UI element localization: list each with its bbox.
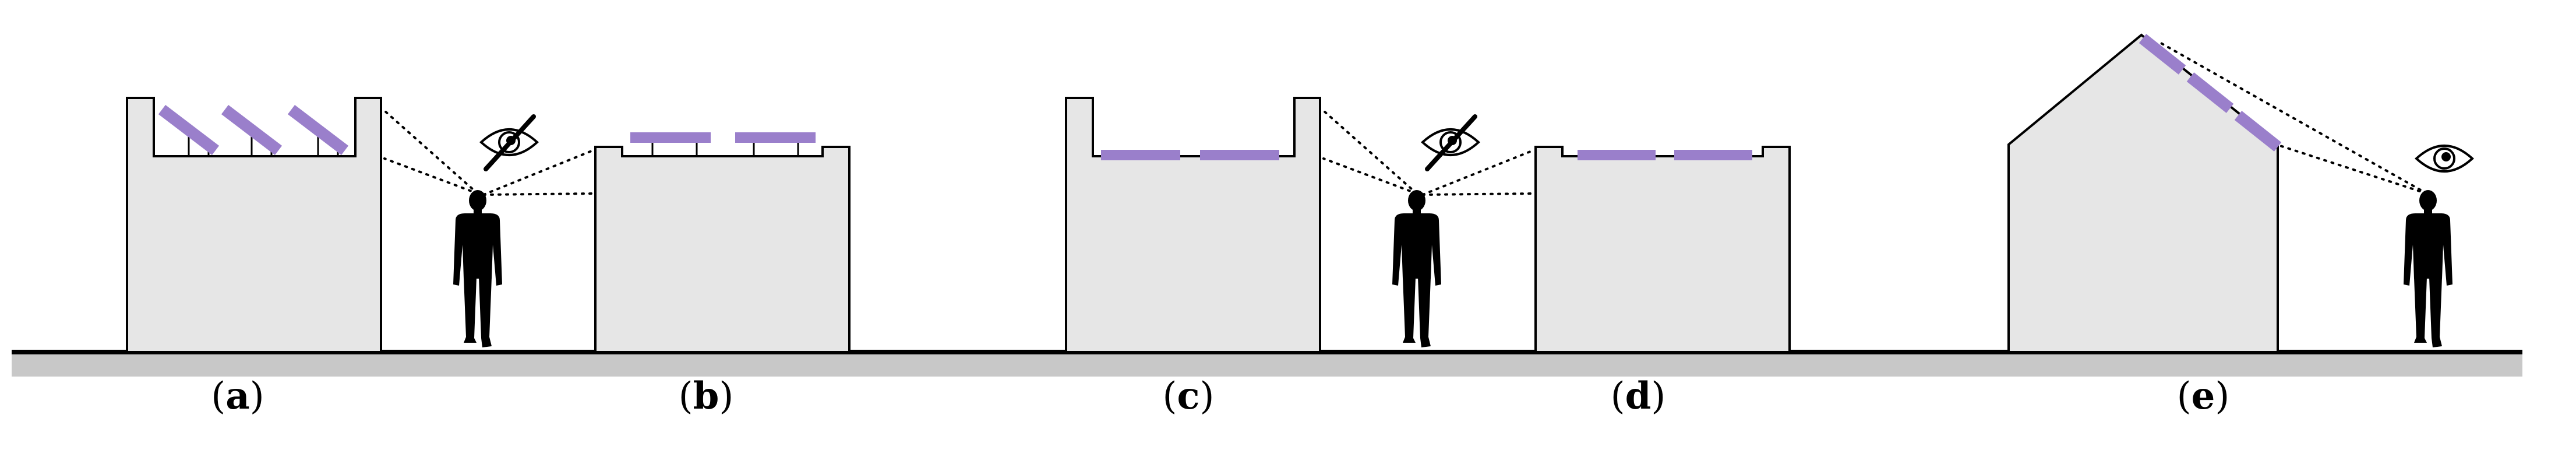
sight-line <box>1322 157 1418 195</box>
sight-line <box>383 157 479 195</box>
building-c-parapet <box>1065 97 1321 353</box>
person-silhouette-cd <box>1392 190 1441 347</box>
roof-solar-panels-e <box>2139 34 2282 152</box>
eye-icon <box>2415 145 2474 173</box>
sight-line <box>482 149 594 196</box>
sight-line <box>2158 41 2428 195</box>
solar-panel <box>287 105 349 155</box>
ground-band <box>12 352 2522 377</box>
sight-line <box>2279 145 2428 195</box>
building-a-parapet <box>126 97 382 353</box>
eye-crossed-icon <box>1421 114 1480 171</box>
panel-label-a: (a) <box>211 374 264 418</box>
flat-solar-panels-b <box>630 132 816 156</box>
panel-d <box>1421 146 1791 353</box>
sight-line <box>1421 149 1534 196</box>
building-d-low-parapet <box>1534 146 1791 353</box>
sight-line <box>482 192 594 196</box>
sight-line <box>383 110 479 195</box>
eye-crossed-icon <box>479 114 539 171</box>
building-e-pitched-roof <box>2007 33 2279 353</box>
panel-e <box>2007 33 2428 353</box>
solar-panel <box>158 105 220 155</box>
panel-b <box>482 132 851 353</box>
sight-line <box>1421 192 1534 196</box>
panel-label-d: (d) <box>1610 374 1666 418</box>
building-b-low-parapet <box>594 146 851 353</box>
solar-panel <box>2139 34 2186 75</box>
sight-line <box>1322 110 1418 195</box>
solar-panel <box>2186 72 2234 113</box>
panel-c <box>1065 97 1418 353</box>
panel-a <box>126 97 479 353</box>
tilted-solar-panels-a <box>158 105 349 156</box>
person-silhouette-ab <box>453 190 502 347</box>
solar-panel <box>2234 111 2282 152</box>
person-silhouette-e <box>2404 190 2453 347</box>
panel-label-b: (b) <box>678 374 734 418</box>
panel-label-c: (c) <box>1162 374 1215 418</box>
panel-label-e: (e) <box>2176 374 2230 418</box>
solar-panel <box>221 105 283 155</box>
